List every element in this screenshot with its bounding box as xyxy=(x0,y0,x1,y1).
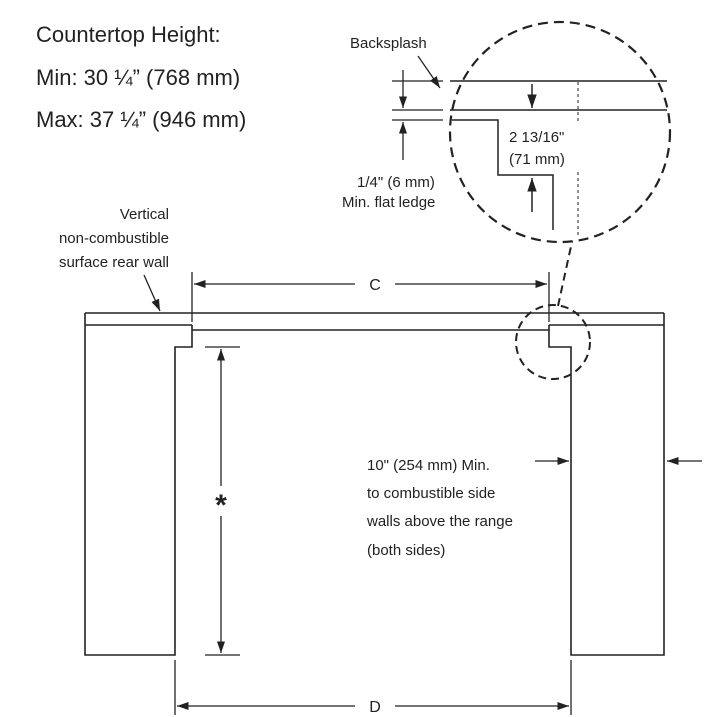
ledge-label-line1: 1/4" (6 mm) xyxy=(357,174,435,191)
offset-label-line2: (71 mm) xyxy=(509,151,565,168)
offset-label-line1: 2 13/16" xyxy=(509,129,564,146)
side-clearance-line3: walls above the range xyxy=(366,513,513,530)
side-clearance-line4: (both sides) xyxy=(367,542,445,559)
countertop-height-max: Max: 37 ¼” (946 mm) xyxy=(36,107,246,132)
detail-circle-small xyxy=(515,304,591,380)
countertop-height-title: Countertop Height: xyxy=(36,22,221,47)
dimension-c-label: C xyxy=(369,277,381,294)
backsplash-leader xyxy=(417,55,441,89)
backsplash-label: Backsplash xyxy=(350,35,427,52)
countertop-height-min: Min: 30 ¼” (768 mm) xyxy=(36,65,240,90)
dimension-c xyxy=(191,272,550,322)
dimension-d-label: D xyxy=(369,699,381,716)
side-clearance-line1: 10" (254 mm) Min. xyxy=(367,457,490,474)
ledge-dimension xyxy=(392,70,443,160)
ledge-label-line2: Min. flat ledge xyxy=(342,194,435,211)
rear-wall-leader xyxy=(143,274,161,312)
rear-wall-label-line3: surface rear wall xyxy=(59,254,169,271)
cabinet-outline xyxy=(84,312,665,656)
height-asterisk: * xyxy=(215,489,227,522)
rear-wall-label-line2: non-combustible xyxy=(59,230,169,247)
dimension-d xyxy=(174,660,572,715)
side-clearance-line2: to combustible side xyxy=(367,485,495,502)
detail-drawing xyxy=(450,80,667,238)
rear-wall-label-line1: Vertical xyxy=(120,206,169,223)
